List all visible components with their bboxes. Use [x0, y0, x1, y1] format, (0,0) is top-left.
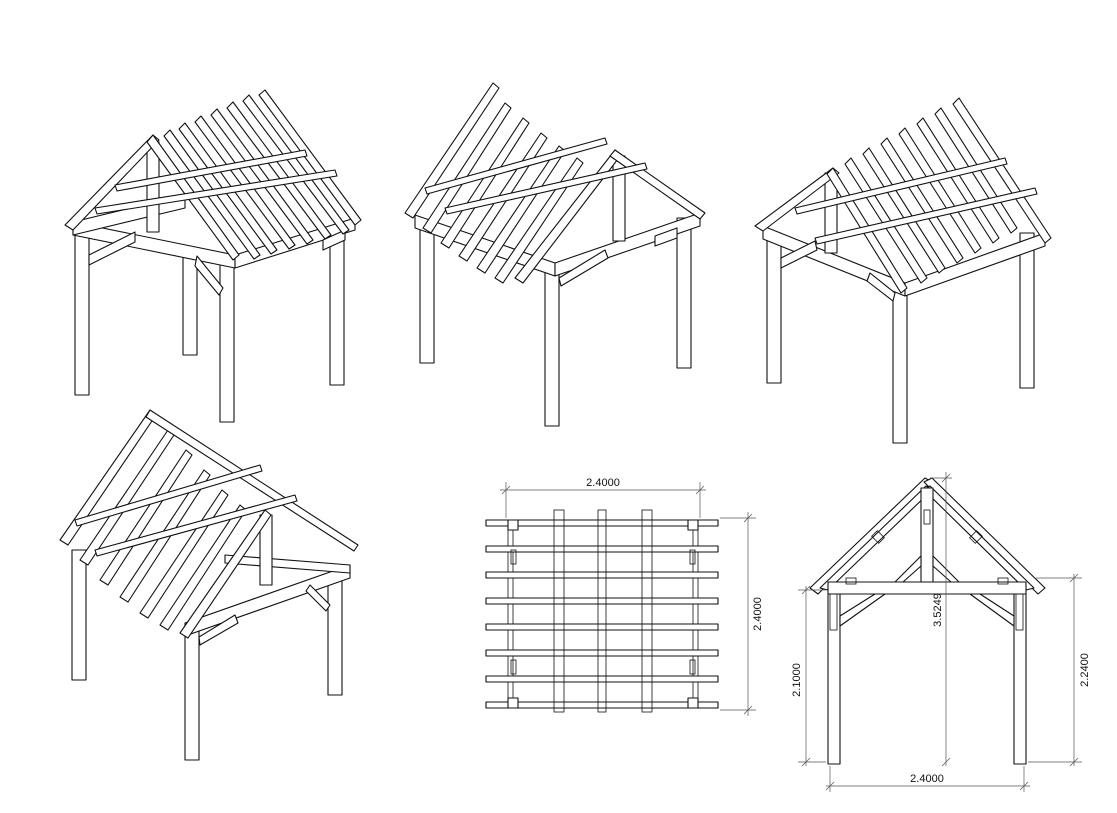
eaves-height-label: 2.2400 [1079, 653, 1091, 687]
elevation-span-label: 2.4000 [910, 773, 944, 785]
purlins [424, 137, 648, 215]
braces [780, 240, 896, 302]
plan-width-label: 2.4000 [586, 477, 620, 489]
depth-dimension: 2.4000 [720, 512, 764, 716]
posts [766, 232, 1035, 444]
front-elevation-drawing: 2.4000 3.5249 2.1000 2.2400 [791, 472, 1091, 792]
plan-posts [507, 519, 699, 709]
isometric-view-2 [404, 82, 706, 427]
elevation-tie-beam [827, 581, 1027, 595]
rafters [64, 89, 362, 261]
isometric-view-3 [754, 97, 1052, 444]
eaves-height-dimension: 2.2400 [1028, 573, 1091, 767]
purlins [94, 149, 338, 215]
purlins [74, 464, 298, 557]
isometric-view-4 [59, 409, 359, 761]
elevation-posts [827, 593, 1027, 765]
plan-rafters [485, 519, 719, 709]
rafters [754, 97, 1052, 294]
post-height-label: 2.1000 [791, 663, 803, 697]
post-height-dimension: 2.1000 [791, 585, 826, 767]
posts [71, 549, 343, 761]
ridge-height-label: 3.5249 [932, 593, 944, 627]
plan-view-drawing: 2.4000 2.4000 [485, 477, 764, 716]
plan-purlins [553, 509, 653, 713]
purlins [794, 157, 1038, 245]
plan-depth-label: 2.4000 [752, 597, 764, 631]
isometric-view-1 [64, 89, 362, 423]
ridge-height-dimension: 3.5249 [930, 472, 952, 767]
elevation-rafters [809, 477, 1046, 595]
posts [74, 229, 345, 423]
span-dimension: 2.4000 [825, 766, 1030, 792]
elevation-king-post [920, 487, 934, 587]
width-dimension: 2.4000 [500, 477, 706, 518]
braces [198, 584, 331, 646]
braces [558, 227, 678, 287]
elevation-cleats [845, 530, 1009, 585]
posts [419, 217, 692, 427]
rafters [59, 409, 359, 639]
braces [88, 229, 346, 296]
